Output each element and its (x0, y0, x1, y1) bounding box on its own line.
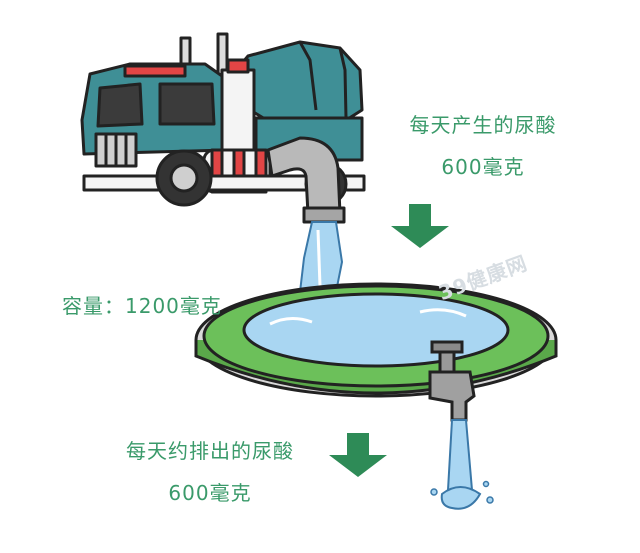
faucet-icon (428, 340, 476, 422)
daily-excretion-amount: 600毫克 (168, 481, 252, 505)
water-stream-bottom (430, 419, 494, 510)
daily-production-label: 每天产生的尿酸 (409, 113, 557, 137)
daily-production-amount: 600毫克 (441, 155, 525, 179)
down-arrow-icon (391, 204, 449, 248)
cement-mixer-truck-icon (80, 32, 366, 224)
down-arrow-icon (329, 433, 387, 477)
capacity-label: 容量：1200毫克 (62, 294, 222, 318)
daily-excretion-label: 每天约排出的尿酸 (126, 439, 294, 463)
